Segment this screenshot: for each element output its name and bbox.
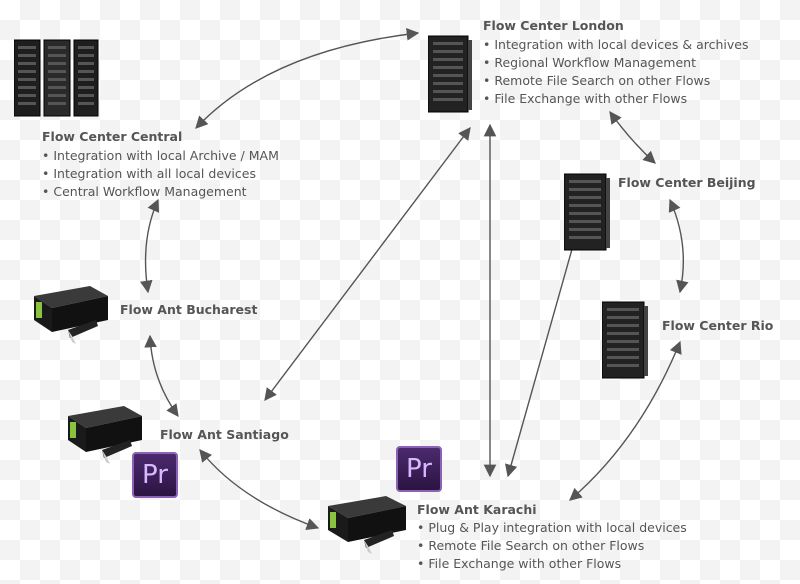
arrow-beijing-rio	[668, 198, 689, 294]
karachi-title: Flow Ant Karachi	[417, 502, 537, 517]
karachi-bullet: File Exchange with other Flows	[417, 555, 687, 573]
london-bullet: Regional Workflow Management	[483, 54, 748, 72]
flow-ant-device-santiago-icon	[62, 402, 146, 476]
london-bullet: Remote File Search on other Flows	[483, 72, 748, 90]
london-bullet: File Exchange with other Flows	[483, 90, 748, 108]
karachi-bullet: Remote File Search on other Flows	[417, 537, 687, 555]
karachi-bullets: Plug & Play integration with local devic…	[417, 519, 687, 573]
flow-ant-device-karachi-icon	[322, 492, 412, 570]
arrow-beijing-karachi	[505, 233, 579, 478]
london-bullet: Integration with local devices & archive…	[483, 36, 748, 54]
arrow-london-beijing	[609, 110, 656, 164]
santiago-title: Flow Ant Santiago	[160, 427, 289, 442]
premiere-pro-karachi-icon: Pr	[396, 446, 442, 492]
karachi-bullet: Plug & Play integration with local devic…	[417, 519, 686, 537]
beijing-title: Flow Center Beijing	[618, 175, 756, 190]
arrow-london-santiago	[264, 126, 471, 402]
arrow-santiago-karachi	[199, 449, 320, 531]
central-bullet: Integration with local Archive / MAM	[42, 147, 279, 165]
arrow-bucharest-santiago	[144, 334, 179, 418]
server-rack-central-icon	[13, 38, 100, 122]
london-title: Flow Center London	[483, 18, 624, 33]
premiere-pro-santiago-icon: Pr	[132, 452, 178, 498]
arrow-central-london	[195, 28, 420, 129]
london-bullets: Integration with local devices & archive…	[483, 36, 748, 108]
server-london-icon	[427, 34, 472, 118]
central-bullet: Central Workflow Management	[42, 183, 279, 201]
central-title: Flow Center Central	[42, 129, 183, 144]
flow-ant-device-bucharest-icon	[28, 282, 112, 356]
rio-title: Flow Center Rio	[662, 318, 774, 333]
bucharest-title: Flow Ant Bucharest	[120, 302, 258, 317]
central-bullet: Integration with all local devices	[42, 165, 279, 183]
server-beijing-icon	[563, 172, 610, 256]
central-bullets: Integration with local Archive / MAM Int…	[42, 147, 279, 201]
arrow-rio-karachi	[569, 340, 682, 501]
arrow-central-bucharest	[140, 198, 160, 294]
server-rio-icon	[601, 300, 648, 384]
